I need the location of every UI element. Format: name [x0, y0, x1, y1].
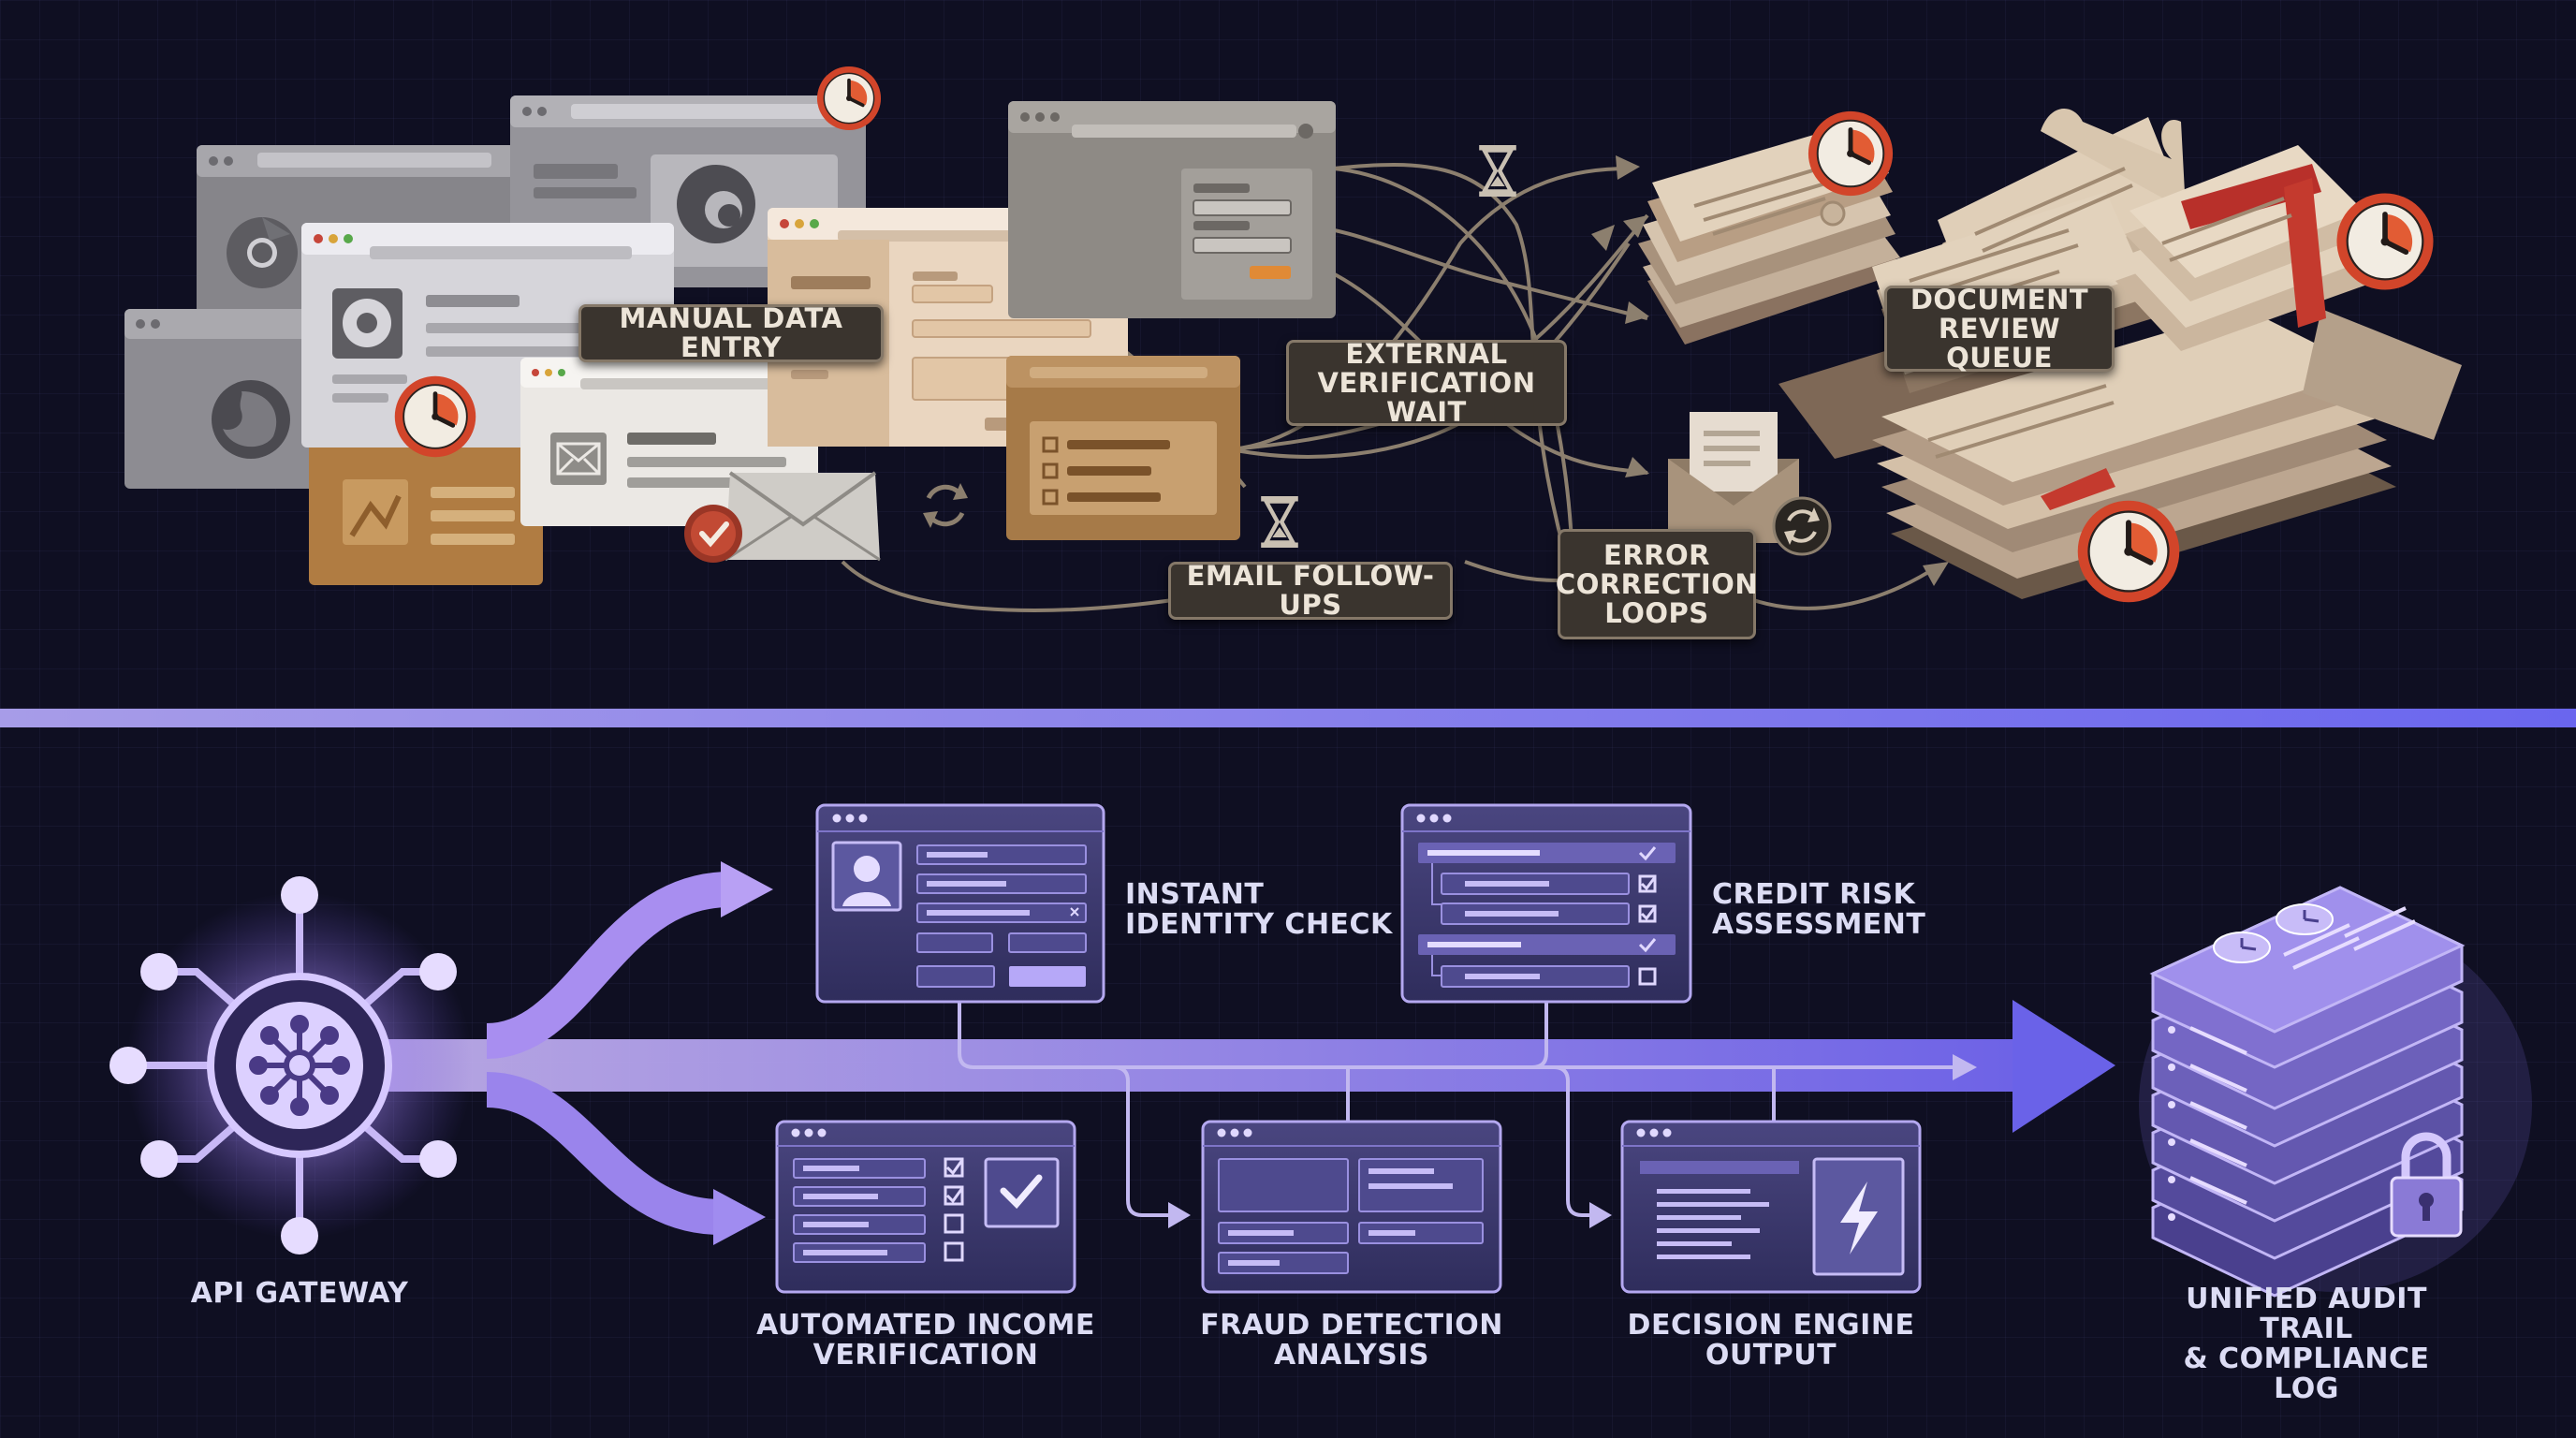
error-correction-loops-label: ERROR CORRECTION LOOPS — [1556, 529, 1758, 639]
clock-icon — [395, 376, 476, 457]
unified-audit-trail-label: UNIFIED AUDIT TRAIL & COMPLIANCE LOG — [2183, 1283, 2430, 1405]
credit-risk-assessment-label: CREDIT RISK ASSESSMENT — [1712, 878, 1926, 941]
fraud-detection-panel — [1201, 1120, 1502, 1294]
api-gateway-label: API GATEWAY — [190, 1277, 409, 1310]
chrome-icon — [343, 299, 391, 347]
envelope-icon — [724, 471, 881, 562]
automated-income-verification-label: AUTOMATED INCOME VERIFICATION — [756, 1309, 1095, 1372]
envelope-icon — [1668, 412, 1799, 543]
audit-trail-stack — [2139, 886, 2532, 1298]
identity-check-panel — [815, 803, 1105, 1004]
legacy-process-section — [124, 65, 2462, 612]
edge-icon — [677, 165, 755, 243]
credit-risk-panel — [1400, 803, 1692, 1004]
lock-icon — [2390, 1132, 2463, 1238]
pipeline-connector-arrowheads — [1168, 1054, 1977, 1228]
automated-pipeline-section — [110, 803, 2532, 1298]
clock-icon — [815, 65, 883, 132]
legacy-flow-arrowheads — [1591, 155, 1949, 586]
income-verification-panel — [775, 1120, 1076, 1294]
document-card-orange-left — [309, 426, 543, 585]
envelope-icon — [556, 442, 601, 476]
hourglass-icon — [1261, 496, 1298, 548]
decision-engine-output-label: DECISION ENGINE OUTPUT — [1627, 1309, 1915, 1372]
checkmark-icon — [984, 1157, 1060, 1228]
fraud-detection-analysis-label: FRAUD DETECTION ANALYSIS — [1200, 1309, 1503, 1372]
hourglass-icon — [1479, 145, 1516, 197]
lightning-icon — [1812, 1157, 1905, 1276]
firefox-icon — [212, 380, 290, 459]
email-follow-ups-label: EMAIL FOLLOW-UPS — [1168, 562, 1453, 620]
refresh-icon — [923, 483, 968, 528]
clock-icon — [2078, 501, 2180, 603]
decision-engine-panel — [1620, 1120, 1922, 1294]
network-hub-icon — [110, 876, 473, 1255]
checkmark-icon — [684, 505, 742, 563]
clock-icon — [1808, 111, 1893, 196]
document-review-queue-label: DOCUMENT REVIEW QUEUE — [1884, 285, 2115, 372]
clock-icon — [2336, 193, 2433, 289]
form-window-grey — [1008, 101, 1336, 318]
external-verification-wait-label: EXTERNAL VERIFICATION WAIT — [1286, 339, 1567, 426]
user-avatar-icon — [831, 841, 902, 912]
clock-icon — [2213, 903, 2334, 963]
pipeline-connectors — [958, 1002, 1956, 1217]
chrome-icon — [227, 217, 298, 288]
refresh-icon — [1772, 496, 1832, 556]
manual-data-entry-label: MANUAL DATA ENTRY — [578, 304, 884, 362]
instant-identity-check-label: INSTANT IDENTITY CHECK — [1125, 878, 1393, 941]
checkmark-icon — [1638, 846, 1657, 986]
section-divider — [0, 709, 2576, 727]
form-window-brown-checklist — [1006, 356, 1240, 540]
